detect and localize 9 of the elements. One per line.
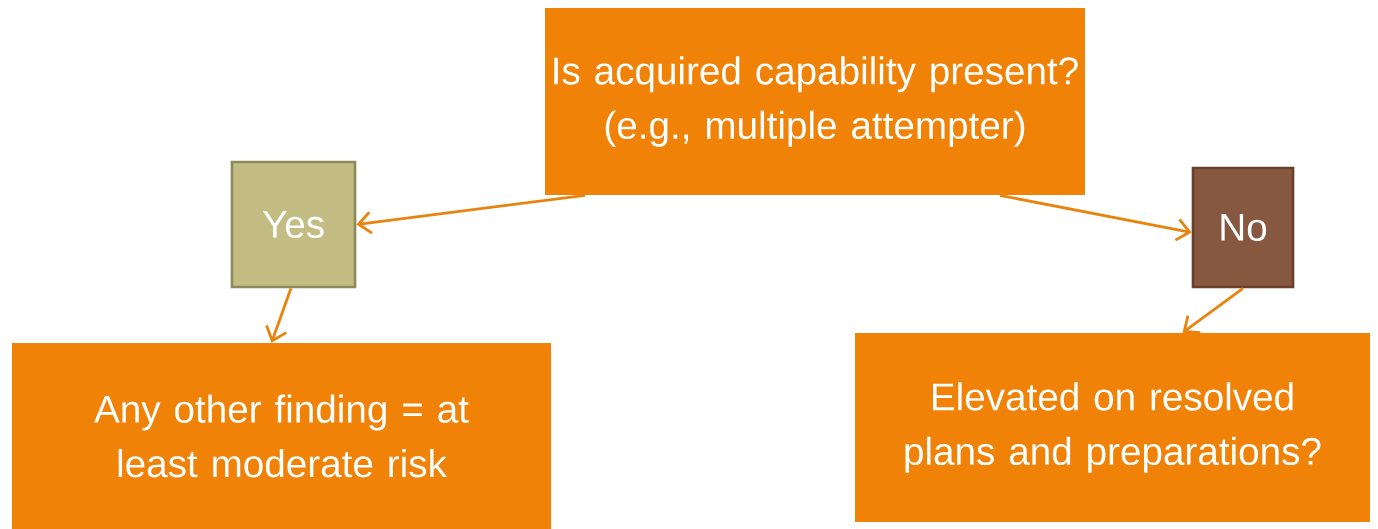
answer-box: No [1191,166,1295,289]
arrow [1182,287,1244,334]
question-box: Is acquired capability present? (e.g., multiple attempter) [545,8,1085,195]
arrow [999,193,1192,242]
answer-box: Yes [230,160,357,289]
arrow [265,287,293,343]
question-box: Elevated on resolved plans and preparations? [855,333,1370,522]
arrow [356,193,586,235]
outcome-box: Any other finding = at least moderate risk [12,343,551,529]
